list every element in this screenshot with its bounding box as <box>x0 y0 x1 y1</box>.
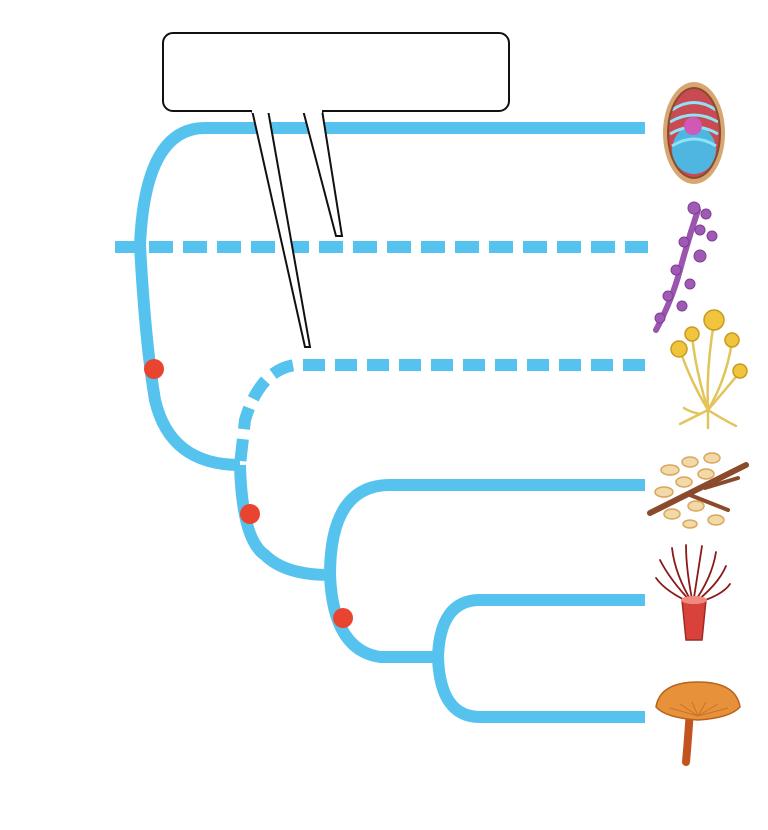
organelle-icon <box>663 82 725 184</box>
callout-box <box>163 33 509 111</box>
callout-joint-cover <box>252 108 322 113</box>
node-marker <box>240 504 260 524</box>
node-marker <box>333 608 353 628</box>
node-marker <box>144 359 164 379</box>
